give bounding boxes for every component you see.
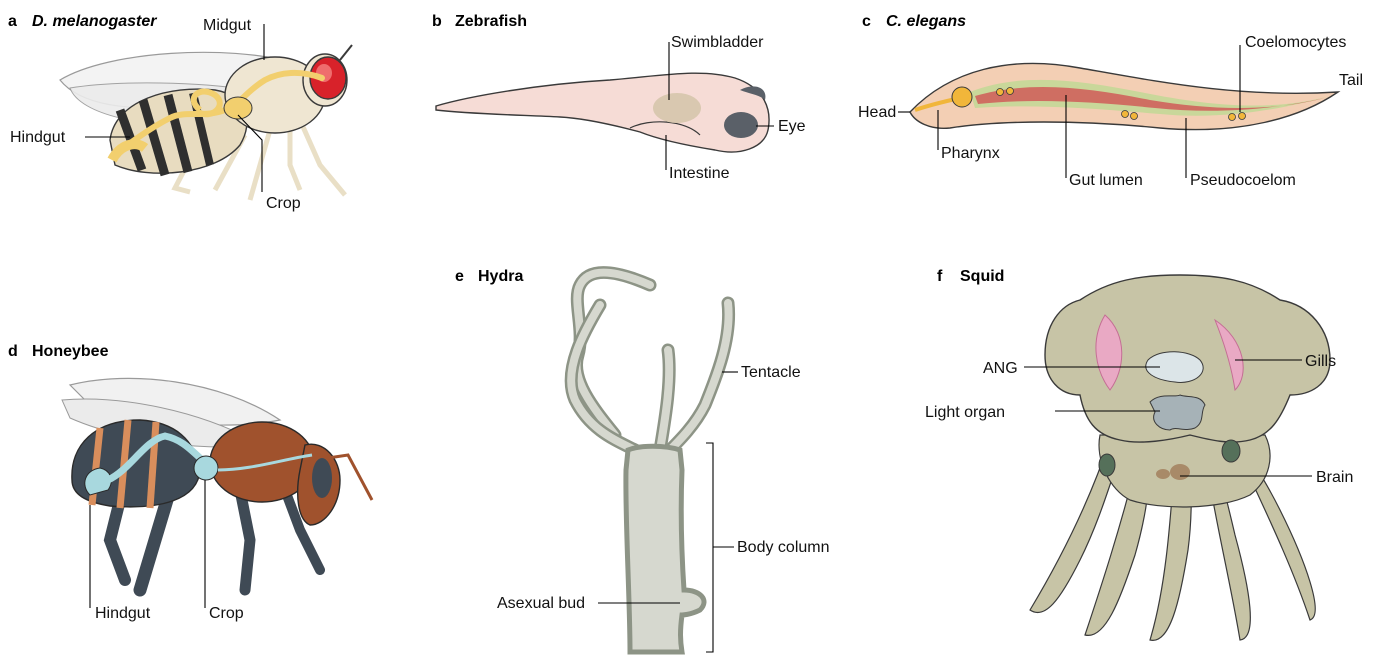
fish-swimbladder	[653, 93, 701, 123]
label-body-column: Body column	[737, 539, 830, 556]
fly-leg	[250, 130, 270, 200]
fly-antenna	[340, 45, 352, 60]
panel-d: d Honeybee	[8, 343, 372, 622]
worm-coelomocyte	[1131, 113, 1138, 120]
panel-title-e: Hydra	[478, 268, 523, 285]
honeybee-illustration	[62, 378, 372, 590]
fly-illustration	[60, 45, 352, 200]
worm-coelomocyte	[1122, 111, 1129, 118]
label-fish-eye: Eye	[778, 118, 806, 135]
label-bee-crop: Crop	[209, 605, 244, 622]
label-asexual-bud: Asexual bud	[497, 595, 585, 612]
panel-letter-b: b	[432, 13, 442, 30]
label-fly-hindgut: Hindgut	[10, 129, 66, 146]
label-gut-lumen: Gut lumen	[1069, 172, 1143, 189]
bee-leg	[110, 500, 125, 580]
squid-illustration	[1030, 275, 1330, 640]
panel-letter-e: e	[455, 268, 464, 285]
label-brain: Brain	[1316, 469, 1353, 486]
label-light-organ: Light organ	[925, 404, 1005, 421]
fish-body	[436, 73, 769, 152]
panel-title-d: Honeybee	[32, 343, 109, 360]
zebrafish-illustration	[436, 73, 769, 152]
label-bee-hindgut: Hindgut	[95, 605, 151, 622]
squid-brain	[1170, 464, 1190, 480]
squid-eye-left	[1099, 454, 1115, 476]
worm-pharynx-bulb	[952, 87, 972, 107]
panel-b: b Zebrafish Swimbladder Eye Intestine	[432, 13, 806, 182]
label-pseudocoelom: Pseudocoelom	[1190, 172, 1296, 189]
label-head: Head	[858, 104, 896, 121]
panel-title-c: C. elegans	[886, 13, 966, 30]
label-swimbladder: Swimbladder	[671, 34, 764, 51]
squid-eye-right	[1222, 440, 1240, 462]
fish-eye	[724, 112, 758, 138]
label-fly-crop: Crop	[266, 195, 301, 212]
worm-coelomocyte	[1007, 88, 1014, 95]
worm-coelomocyte	[1239, 113, 1246, 120]
worm-coelomocyte	[1229, 114, 1236, 121]
panel-letter-f: f	[937, 268, 943, 285]
squid-brain-lobe	[1156, 469, 1170, 479]
worm-coelomocyte	[997, 89, 1004, 96]
squid-light-organ	[1150, 395, 1205, 430]
fly-leg	[300, 120, 345, 195]
label-fly-midgut: Midgut	[203, 17, 252, 34]
panel-a: a D. melanogaster	[8, 13, 352, 212]
label-ang: ANG	[983, 360, 1018, 377]
hydra-body	[626, 446, 704, 652]
bee-crop	[194, 456, 218, 480]
label-gills: Gills	[1305, 353, 1336, 370]
label-pharynx: Pharynx	[941, 145, 1000, 162]
panel-title-b: Zebrafish	[455, 13, 527, 30]
panel-title-f: Squid	[960, 268, 1004, 285]
panel-title-a: D. melanogaster	[32, 13, 157, 30]
panel-f: f Squid ANG	[925, 268, 1353, 640]
panel-letter-c: c	[862, 13, 871, 30]
panel-c: c C. elegans Coelomocytes Tail Head Phar…	[858, 13, 1363, 189]
label-tentacle: Tentacle	[741, 364, 801, 381]
celegans-illustration	[910, 63, 1338, 129]
bee-leg	[240, 490, 250, 590]
label-intestine: Intestine	[669, 165, 730, 182]
fly-leg	[290, 125, 300, 190]
label-tail: Tail	[1339, 72, 1363, 89]
label-coelomocytes: Coelomocytes	[1245, 34, 1346, 51]
panel-e: e Hydra Tentacle Body column Asexual bud	[455, 268, 830, 652]
panel-letter-d: d	[8, 343, 18, 360]
hydra-tentacle-fill	[668, 303, 729, 452]
panel-letter-a: a	[8, 13, 17, 30]
bee-eye	[312, 458, 332, 498]
bracket-body-column	[706, 443, 713, 652]
hydra-illustration	[571, 272, 728, 652]
